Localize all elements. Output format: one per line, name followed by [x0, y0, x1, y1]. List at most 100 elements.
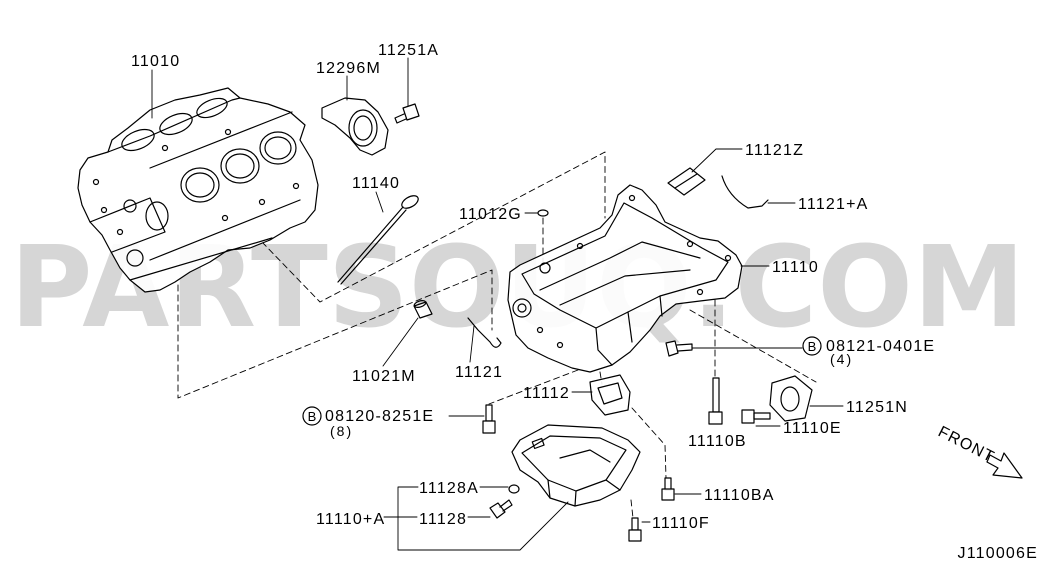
- bolt-head: [708, 411, 723, 425]
- pan-rim: [521, 202, 729, 329]
- pan-opening: [512, 298, 532, 318]
- drain-plug-head: [489, 502, 506, 519]
- callout-label[interactable]: 11121+A: [798, 196, 869, 213]
- cylinder-bore: [196, 97, 228, 119]
- sensor-body: [667, 167, 706, 196]
- cylinder-bore-inner: [185, 172, 215, 198]
- cylinder-block-drawing: [77, 87, 319, 293]
- bolt-spec-2[interactable]: B 08120-8251E (8): [302, 406, 434, 439]
- upper-oil-pan-drawing: [507, 184, 743, 373]
- callout-label[interactable]: 11010: [131, 53, 180, 70]
- callout-label[interactable]: 11110F: [652, 515, 710, 532]
- bolt-spec-1[interactable]: B 08121-0401E (4): [802, 336, 935, 367]
- spec-symbol: B: [308, 409, 317, 424]
- retainer-ring-inner: [353, 115, 373, 141]
- dipstick-shaft: [337, 206, 407, 285]
- bolt-shaft: [676, 343, 693, 352]
- pan-edge: [659, 295, 663, 317]
- pan-bolt-hole: [576, 242, 584, 250]
- plate-hole: [780, 386, 800, 412]
- bolt-shaft: [394, 113, 407, 124]
- bolt-drawing: [394, 103, 420, 124]
- cylinder-bore: [121, 128, 155, 152]
- spec-quantity: (8): [330, 423, 353, 439]
- wire-drawing: [467, 317, 502, 348]
- block-rail: [129, 237, 273, 281]
- callout-label[interactable]: 11121Z: [745, 142, 804, 159]
- bolt-shaft: [631, 517, 639, 531]
- sensor-detail: [674, 173, 698, 189]
- washer-drawing: [508, 484, 520, 494]
- circled-letter-icon: [802, 336, 822, 356]
- arrow-down-right-icon: [986, 452, 1023, 479]
- bolt-shaft: [664, 477, 672, 491]
- callout-label[interactable]: 11021M: [352, 368, 416, 385]
- drain-plug-drawing: [489, 499, 513, 519]
- baffle-plate-drawing: [589, 374, 631, 416]
- block-bolt-hole: [161, 144, 169, 152]
- bolt-head: [482, 420, 496, 434]
- dashed-guide-line: [689, 309, 817, 383]
- drain-plug-shaft: [499, 499, 513, 512]
- baffle-detail: [597, 382, 623, 405]
- dipstick-drawing: [337, 195, 419, 285]
- callout-label[interactable]: 11110: [772, 259, 819, 276]
- seal-retainer-drawing: [321, 97, 389, 156]
- callout-label[interactable]: 12296M: [316, 60, 381, 77]
- dashed-guide-line: [261, 151, 606, 303]
- pan-opening-inner: [517, 303, 527, 313]
- callout-label[interactable]: 11140: [352, 175, 400, 192]
- lower-pan-rim: [521, 435, 627, 492]
- callout-label[interactable]: 11128A: [419, 480, 479, 497]
- block-deck-edge: [107, 97, 241, 153]
- dashed-guide-line: [631, 407, 667, 479]
- callout-label[interactable]: 11110E: [783, 420, 842, 437]
- pan-bolt-hole: [536, 326, 544, 334]
- drawing-code: J110006E: [958, 545, 1038, 562]
- plug-drawing: [413, 299, 433, 319]
- block-rail: [149, 199, 301, 261]
- bolt-drawing: [665, 340, 693, 357]
- callout-label[interactable]: 11128: [419, 511, 467, 528]
- lower-pan-edge: [547, 479, 621, 507]
- callout-label[interactable]: 11110B: [688, 433, 747, 450]
- small-seal-drawing: [537, 209, 549, 217]
- leader-lines: [151, 57, 844, 551]
- sensor-drawing: [667, 167, 706, 196]
- callout-label[interactable]: 11251A: [378, 42, 439, 59]
- cylinder-bore: [180, 167, 220, 203]
- leader-line: [382, 317, 419, 367]
- retainer-ring: [348, 109, 378, 147]
- cylinder-bore-inner: [225, 153, 255, 179]
- dashed-guide-line: [488, 369, 579, 405]
- cylinder-bore: [220, 148, 260, 184]
- pan-edge: [595, 327, 613, 366]
- pan-ridge: [539, 241, 701, 291]
- plug-body: [413, 301, 433, 319]
- spec-quantity: (4): [830, 351, 853, 367]
- callout-label[interactable]: 11251N: [846, 399, 908, 416]
- bolt-head: [741, 409, 755, 424]
- retainer-outline: [321, 97, 389, 156]
- bolt-drawing: [708, 377, 723, 425]
- cylinder-bore: [259, 131, 297, 165]
- callout-label[interactable]: 11112: [523, 385, 570, 402]
- bolt-head: [661, 488, 675, 501]
- dipstick-handle: [401, 195, 419, 209]
- callout-label[interactable]: 11110+A: [316, 511, 385, 528]
- bolt-drawing: [661, 477, 675, 501]
- callout-label[interactable]: 11121: [455, 364, 503, 381]
- pan-bolt-hole: [724, 254, 732, 262]
- callout-labels: 11010 12296M 11251A 11140 11012G 11121Z …: [131, 42, 908, 532]
- lower-pan-block: [531, 437, 545, 450]
- block-front-face: [89, 197, 166, 253]
- callout-label[interactable]: 11012G: [459, 206, 522, 223]
- circled-letter-icon: [302, 406, 322, 426]
- lower-oil-pan-drawing: [511, 424, 641, 507]
- spec-part-number: 08120-8251E: [325, 408, 434, 425]
- block-bolt-hole: [221, 214, 229, 222]
- plate-outline: [769, 375, 813, 422]
- callout-label[interactable]: 11110BA: [704, 487, 775, 504]
- block-hole: [126, 249, 144, 267]
